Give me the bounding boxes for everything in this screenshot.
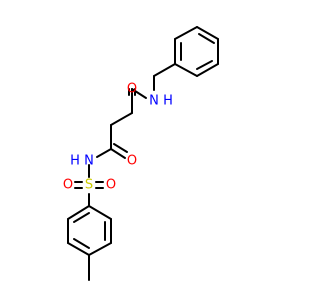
bond-tolyl-ring-double <box>73 212 90 223</box>
atom-n-amide-top: N <box>149 94 159 109</box>
bond-tolyl-ring <box>67 205 90 220</box>
bond-tolyl-ring <box>88 242 112 256</box>
bond-benzyl-ring-double <box>198 33 215 44</box>
bond-carbonyl-bottom-double <box>110 148 126 159</box>
atom-h-sulfonamide: H <box>70 154 80 169</box>
atom-n-sulfonamide: N <box>84 154 94 169</box>
bond-tolyl-ring <box>67 242 90 256</box>
bond-benzyl-ring-double <box>196 60 213 70</box>
bond-tolyl-ring <box>88 205 112 220</box>
atom-s: S <box>85 178 93 193</box>
bond-benzyl-ring <box>174 26 198 40</box>
bond-benzyl-ring <box>196 26 219 40</box>
bond-carbonyl-n <box>96 148 112 158</box>
bond-benzyl-ring <box>174 63 198 77</box>
atom-h-amide-top: H <box>163 94 173 109</box>
atom-o-s-right: O <box>106 178 116 193</box>
bond-ring-ch2 <box>153 63 176 77</box>
atom-o-s-left: O <box>63 178 73 193</box>
bonds <box>67 26 219 281</box>
bond-benzyl-ring <box>196 63 219 77</box>
atom-o-bottom: O <box>127 154 137 169</box>
molecule-structure: O N H O H N S O O <box>63 26 219 281</box>
bond-carbonyl-bottom-double <box>113 143 128 153</box>
bond-chain <box>110 112 133 126</box>
bond-tolyl-ring-double <box>73 238 90 249</box>
atom-o-top: O <box>127 82 137 97</box>
atom-labels: O N H O H N S O O <box>63 82 173 193</box>
